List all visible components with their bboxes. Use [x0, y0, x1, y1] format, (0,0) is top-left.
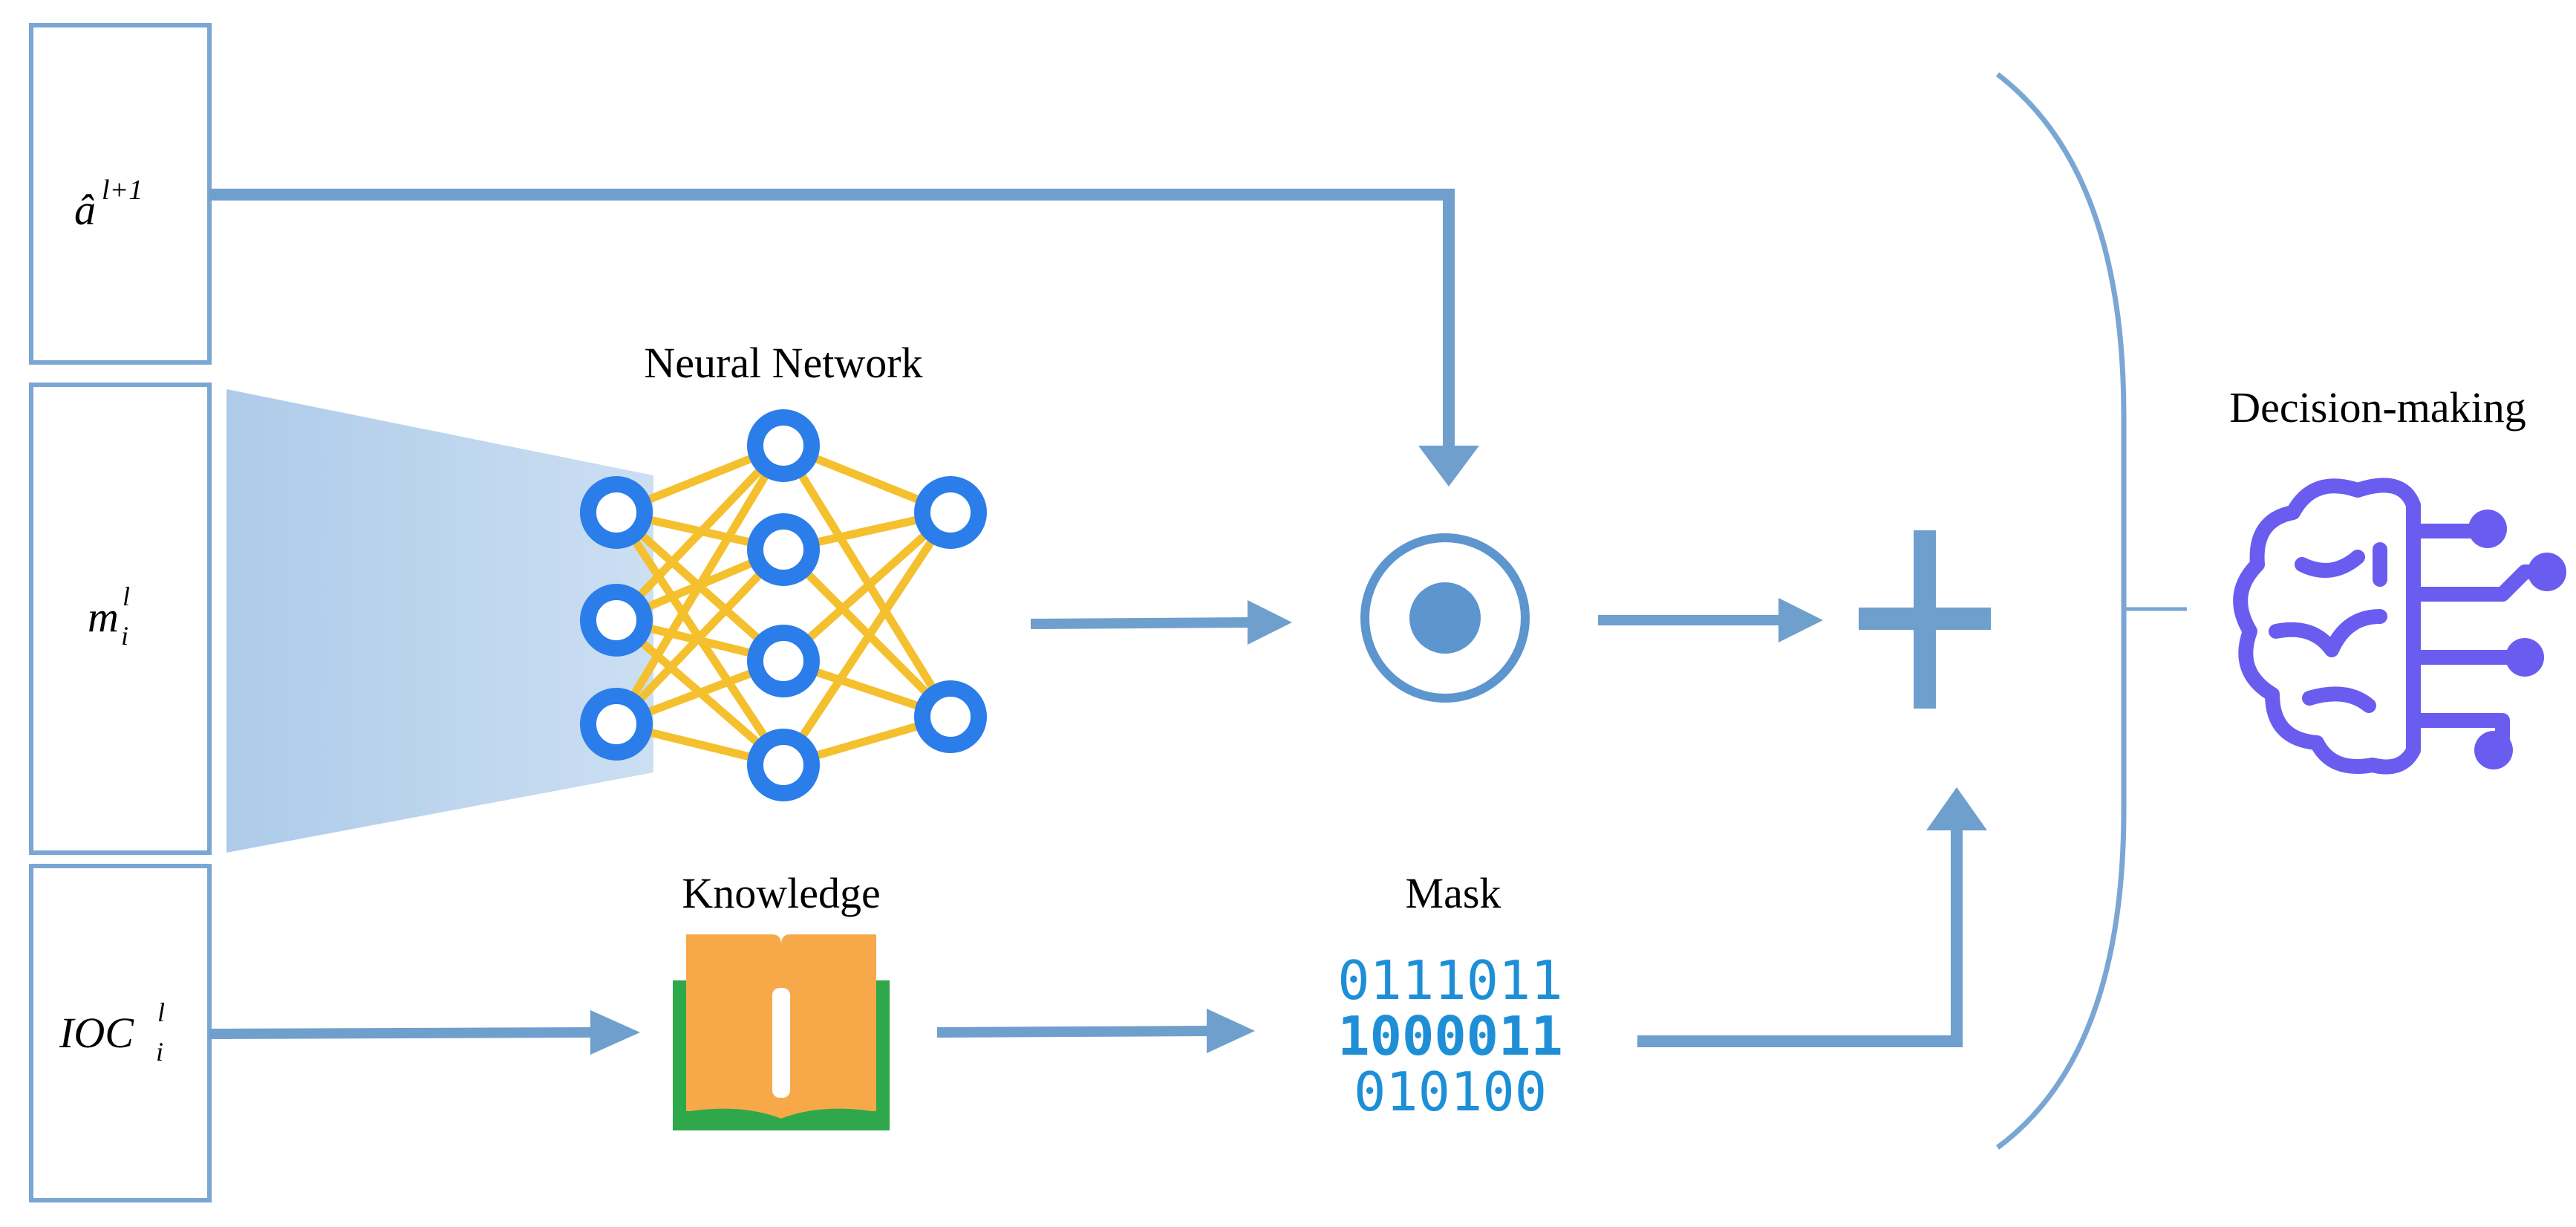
projection-fan — [226, 389, 653, 853]
arrow-mask-to-plus — [1637, 824, 1963, 1047]
ioc-sup: l — [157, 997, 165, 1027]
label-m: m l i — [88, 582, 130, 651]
closing-bracket — [1995, 72, 2127, 1150]
book-icon — [673, 934, 890, 1130]
mask-bits-row-2: 1000011 — [1337, 1005, 1562, 1067]
arrowhead-product — [1778, 598, 1823, 642]
mask-bits-row-3: 010100 — [1354, 1061, 1547, 1123]
arrow-ioc-to-knowledge — [209, 1027, 596, 1039]
mask-label: Mask — [1406, 869, 1501, 917]
arrowhead-ioc — [590, 1010, 640, 1055]
m-sub: i — [121, 621, 128, 651]
a-hat-sup: l+1 — [102, 175, 143, 206]
arrowhead-mask — [1926, 787, 1987, 830]
input-box-a-hat — [29, 23, 212, 365]
ioc-base: IOC — [59, 1009, 134, 1057]
m-base: m — [88, 593, 119, 641]
neural-network-icon — [580, 409, 987, 801]
nn-edges — [612, 441, 955, 769]
arrows — [209, 189, 1987, 1055]
svg-text:IOC: IOC — [59, 1009, 134, 1057]
arrowhead-knowledge — [1207, 1009, 1255, 1053]
arrow-knowledge-to-mask — [936, 1026, 1211, 1038]
decision-making-label: Decision-making — [2229, 383, 2526, 432]
knowledge-label: Knowledge — [682, 869, 880, 917]
ioc-sub: i — [156, 1037, 163, 1067]
brain-circuit-nodes — [2468, 510, 2566, 769]
input-boxes — [29, 23, 212, 1202]
mask-bits-row-1: 0111011 — [1337, 949, 1562, 1012]
arrow-nn-to-product — [1030, 617, 1256, 629]
arrowhead-nn — [1248, 600, 1292, 645]
mask-bits-icon: 0111011 1000011 010100 — [1337, 949, 1562, 1123]
svg-text:m: m — [88, 593, 119, 641]
m-sup: l — [123, 582, 130, 611]
arrowhead-a-hat — [1418, 446, 1479, 486]
svg-text:âl+1: âl+1 — [74, 175, 143, 234]
hadamard-operator-icon — [1360, 533, 1530, 703]
nn-nodes — [580, 409, 987, 801]
a-hat-base: â — [74, 186, 96, 234]
plus-operator-icon — [1859, 530, 1991, 709]
neural-network-label: Neural Network — [644, 339, 922, 387]
input-box-m — [29, 383, 212, 855]
input-box-ioc — [29, 864, 212, 1202]
label-ioc: IOC l i — [59, 997, 165, 1067]
arrow-a-hat-to-product — [209, 189, 1455, 453]
